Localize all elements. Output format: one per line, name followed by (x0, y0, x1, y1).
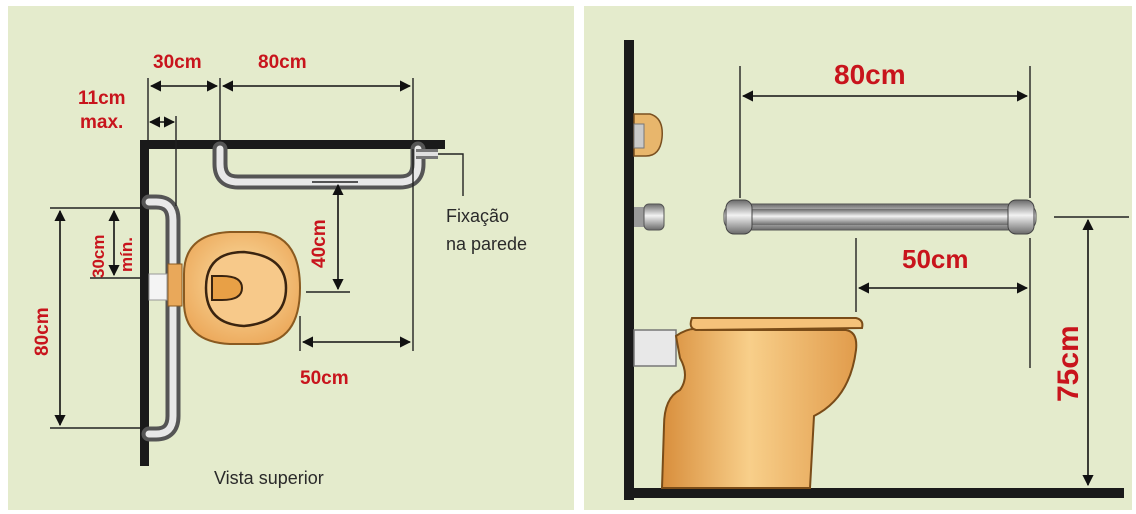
wall (624, 40, 1124, 500)
label-30cm-side: 30cm (89, 235, 108, 278)
label-75cm: 75cm (1052, 325, 1085, 402)
dimension-lines (50, 78, 464, 429)
toilet-top-view (167, 231, 302, 345)
label-40cm: 40cm (309, 219, 330, 268)
label-30cm-top: 30cm (153, 52, 202, 73)
label-11cm: 11cm (78, 88, 126, 109)
label-80cm-top: 80cm (258, 52, 307, 73)
dimension-lines (739, 66, 1129, 487)
top-view-panel: 30cm 80cm 11cm max. 80cm 30cm mín. 40cm … (8, 6, 574, 510)
grab-bar-side-view (634, 199, 1037, 235)
wall-fixture (633, 113, 663, 157)
label-min: mín. (117, 237, 136, 272)
caption-vista-superior: Vista superior (214, 468, 324, 488)
grab-bar-horizontal (212, 141, 438, 190)
label-50cm: 50cm (300, 368, 349, 389)
label-50cm: 50cm (902, 244, 969, 274)
side-view-panel: 80cm 50cm 75cm (584, 6, 1132, 510)
label-fixacao-line1: Fixação (446, 206, 509, 226)
wall (140, 140, 445, 466)
top-view-diagram: 30cm 80cm 11cm max. 80cm 30cm mín. 40cm … (32, 52, 527, 488)
label-80cm-side: 80cm (32, 307, 53, 356)
label-max: max. (80, 112, 123, 133)
side-view-diagram: 80cm 50cm 75cm (624, 40, 1129, 500)
label-fixacao-line2: na parede (446, 234, 527, 254)
label-80cm: 80cm (834, 59, 906, 90)
toilet-side-view (633, 317, 864, 489)
grab-bar-vertical (141, 194, 181, 442)
